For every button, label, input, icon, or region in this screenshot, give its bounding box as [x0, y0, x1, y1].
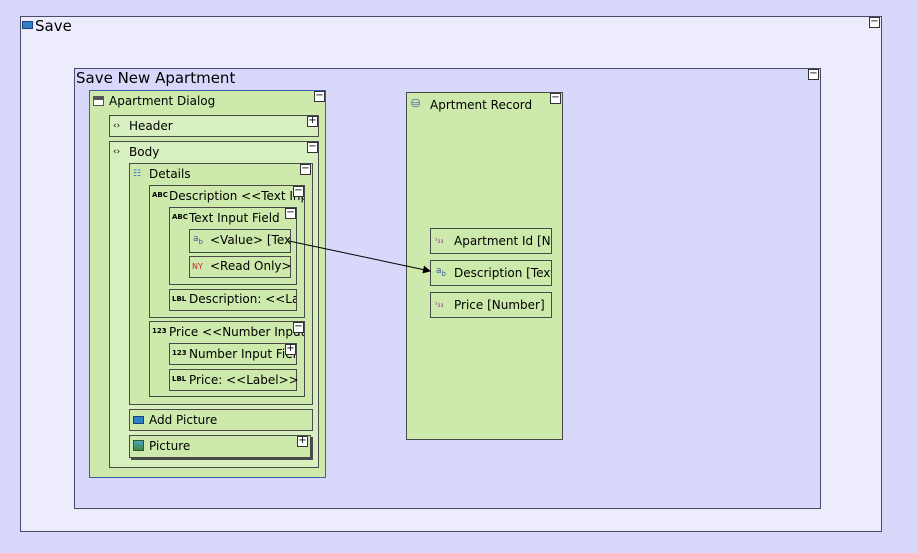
price-field-label: Price <<Number Input>>	[169, 325, 304, 339]
picture-label: Picture	[149, 439, 191, 453]
label-icon: LBL	[172, 295, 187, 303]
text-type-icon: ab	[193, 234, 203, 246]
details-label: Details	[149, 167, 191, 181]
collapse-icon[interactable]: −	[869, 16, 880, 28]
apartment-record-title: Aprtment Record	[430, 98, 533, 112]
collapse-icon[interactable]: −	[300, 163, 311, 175]
apartment-id-field[interactable]	[430, 228, 552, 254]
image-icon	[133, 440, 144, 451]
header-label: Header	[129, 119, 173, 133]
save-new-apartment-title: Save New Apartment	[76, 69, 236, 87]
body-label: Body	[129, 145, 160, 159]
button-icon	[133, 416, 144, 424]
collapse-icon[interactable]: −	[808, 68, 819, 80]
description-record-label: Description [Text]	[454, 266, 551, 280]
collapse-icon[interactable]: −	[307, 141, 318, 153]
apartment-id-label: Apartment Id [Number]	[454, 234, 551, 248]
database-icon: ⛁	[411, 97, 421, 110]
number-input-field-label: Number Input Field	[189, 347, 296, 361]
description-label-component[interactable]	[169, 289, 297, 311]
expand-icon[interactable]: +	[297, 435, 308, 447]
collapse-icon[interactable]: −	[550, 92, 561, 104]
price-label-component[interactable]	[169, 369, 297, 391]
expand-icon[interactable]: +	[307, 115, 318, 127]
text-type-icon: ab	[436, 266, 446, 278]
read-only-label: <Read Only>	[210, 259, 292, 273]
add-picture-button[interactable]	[129, 409, 313, 431]
collapse-icon[interactable]: −	[293, 321, 304, 333]
picture-component[interactable]	[129, 435, 311, 458]
code-icon: ‹›	[113, 121, 121, 131]
number-input-icon: 123	[152, 327, 167, 335]
code-icon: ‹›	[113, 147, 121, 157]
text-input-icon: ABC	[152, 191, 168, 199]
description-label-text: Description: <<Label>>	[189, 292, 296, 306]
label-icon: LBL	[172, 375, 187, 383]
price-record-label: Price [Number]	[454, 298, 545, 312]
expand-icon[interactable]: +	[285, 343, 296, 355]
description-record-field[interactable]	[430, 260, 552, 286]
button-icon	[22, 21, 33, 29]
collapse-icon[interactable]: −	[293, 185, 304, 197]
window-icon	[93, 96, 104, 106]
price-record-field[interactable]	[430, 292, 552, 318]
number-input-icon: 123	[172, 349, 187, 357]
value-binding-label: <Value> [Text]	[210, 233, 290, 247]
price-label-text: Price: <<Label>>	[189, 373, 299, 387]
save-title: Save	[35, 17, 72, 35]
collapse-icon[interactable]: −	[314, 90, 325, 102]
apartment-dialog-title: Apartment Dialog	[109, 94, 216, 108]
text-input-icon: ABC	[172, 213, 188, 221]
boolean-icon: NY	[192, 262, 203, 271]
number-type-icon: ¹₂₃	[435, 301, 444, 309]
number-input-field[interactable]	[169, 343, 297, 365]
text-input-field-label: Text Input Field	[189, 211, 280, 225]
number-type-icon: ¹₂₃	[435, 237, 444, 245]
collapse-icon[interactable]: −	[285, 207, 296, 219]
header-section[interactable]	[109, 115, 319, 137]
description-field-label: Description <<Text Input>>	[169, 189, 304, 203]
add-picture-label: Add Picture	[149, 413, 218, 427]
list-icon: ☷	[133, 169, 142, 179]
